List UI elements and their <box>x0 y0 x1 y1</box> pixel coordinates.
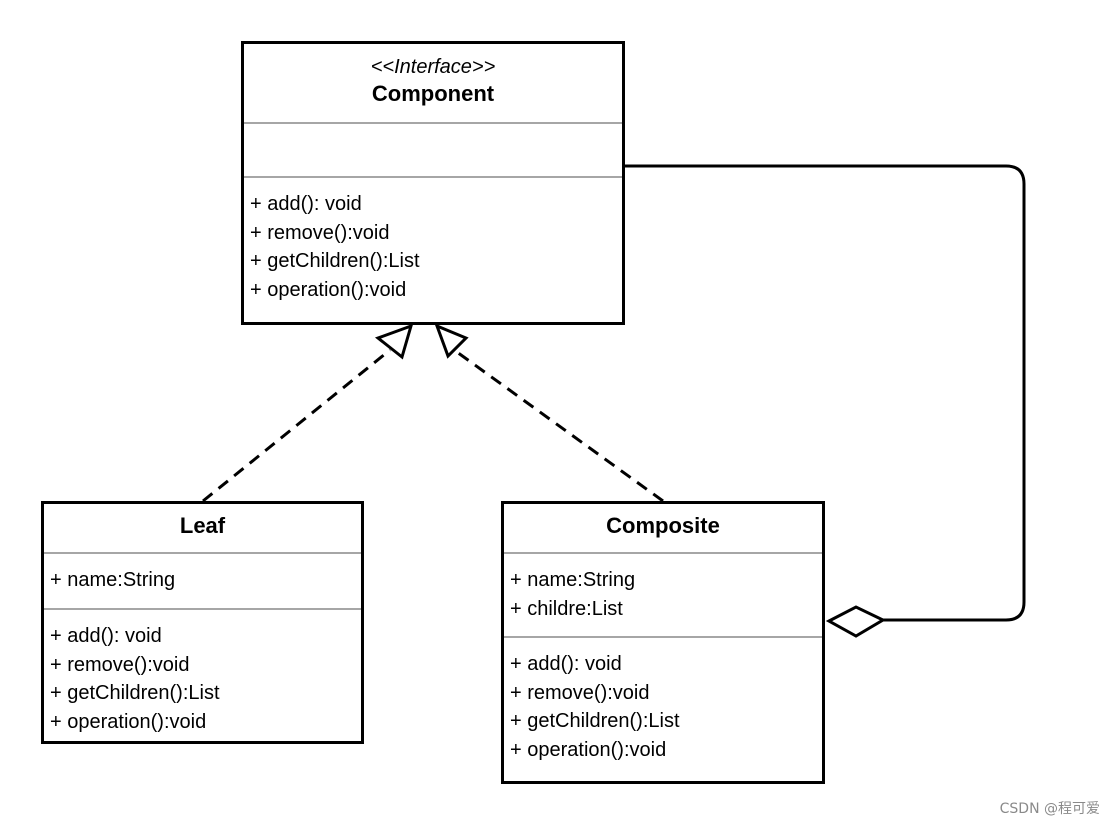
watermark: CSDN @程可爱 <box>999 801 1100 817</box>
composite-operation-add: + add(): void <box>510 653 622 675</box>
composite-operations-section: + add(): void + remove():void + getChild… <box>504 636 822 764</box>
component-class-name: Component <box>371 81 495 106</box>
composite-attribute-childre: + childre:List <box>510 597 623 620</box>
component-header: <<Interface>> Component <box>244 44 622 122</box>
leaf-operations-section: + add(): void + remove():void + getChild… <box>44 608 361 736</box>
aggregation-line <box>625 164 1026 622</box>
component-operation-getchildren: + getChildren():List <box>250 250 420 272</box>
aggregation-diamond <box>825 605 887 638</box>
component-operations-section: + add(): void + remove():void + getChild… <box>244 176 622 304</box>
leaf-realization-arrowhead <box>374 323 414 360</box>
composite-operation-remove: + remove():void <box>510 681 650 704</box>
leaf-header: Leaf <box>44 504 361 552</box>
leaf-class-name: Leaf <box>179 513 226 538</box>
leaf-operation-getchildren: + getChildren():List <box>50 682 220 704</box>
leaf-class-box[interactable]: Leaf + name:String + add(): void + remov… <box>41 501 364 744</box>
composite-operation-getchildren: + getChildren():List <box>510 710 680 732</box>
leaf-realization-line <box>202 348 391 503</box>
leaf-operation-operation: + operation():void <box>50 710 207 733</box>
composite-class-name: Composite <box>606 513 720 538</box>
composite-operation-operation: + operation():void <box>510 738 667 761</box>
composite-attribute-name: + name:String <box>510 569 636 591</box>
component-class-box[interactable]: <<Interface>> Component + add(): void + … <box>241 41 625 325</box>
composite-attributes-section: + name:String + childre:List <box>504 552 822 636</box>
leaf-attributes-section: + name:String <box>44 552 361 608</box>
composite-class-box[interactable]: Composite + name:String + childre:List +… <box>501 501 825 784</box>
component-stereotype: <<Interface>> <box>370 56 496 78</box>
composite-realization-line <box>449 345 664 503</box>
composite-header: Composite <box>504 504 822 552</box>
leaf-attribute-name: + name:String <box>50 569 176 591</box>
leaf-operation-add: + add(): void <box>50 625 162 647</box>
leaf-operation-remove: + remove():void <box>50 653 190 676</box>
component-attributes-section <box>244 122 622 176</box>
component-operation-operation: + operation():void <box>250 278 407 301</box>
component-operation-remove: + remove():void <box>250 221 390 244</box>
composite-realization-arrowhead <box>434 323 469 359</box>
component-operation-add: + add(): void <box>250 193 362 215</box>
